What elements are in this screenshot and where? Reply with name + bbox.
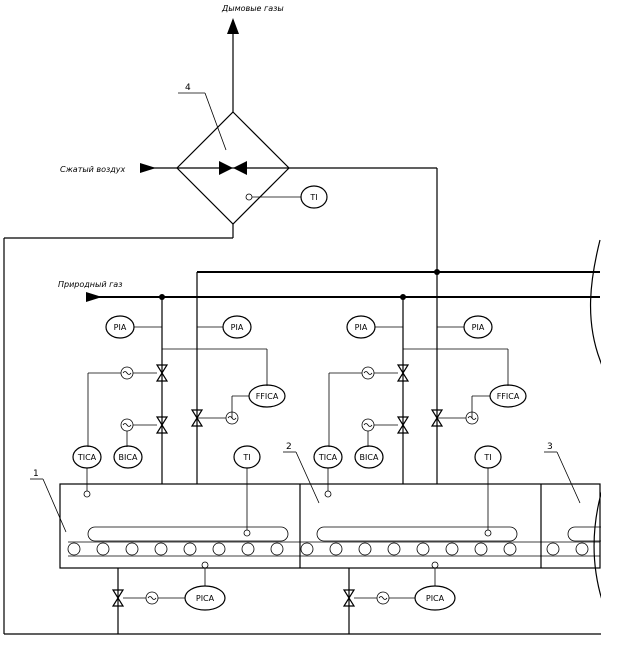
svg-text:BICA: BICA (360, 453, 379, 462)
flue-gas-label: Дымовые газы (221, 4, 284, 13)
air-valve-icon (219, 161, 233, 175)
svg-text:PIA: PIA (231, 323, 244, 332)
roller (212, 542, 226, 556)
burner-section-2: PIA PIA FFICA TICA BICA T (283, 315, 527, 537)
svg-text:PICA: PICA (196, 594, 215, 603)
roller (546, 542, 560, 556)
pica-loop-1: PICA (111, 561, 226, 634)
natural-gas-arrow-icon (86, 292, 102, 302)
roller (270, 542, 284, 556)
natural-gas-label: Природный газ (58, 280, 122, 289)
svg-text:TI: TI (483, 453, 491, 462)
svg-text:PIA: PIA (114, 323, 127, 332)
roller (125, 542, 139, 556)
svg-text:PICA: PICA (426, 594, 445, 603)
svg-text:TICA: TICA (77, 453, 97, 462)
svg-text:BICA: BICA (119, 453, 138, 462)
exchanger-ti-label: TI (309, 193, 317, 202)
roller (387, 542, 401, 556)
compressed-air-arrow-icon (140, 163, 156, 173)
roller (96, 542, 110, 556)
roller (241, 542, 255, 556)
exchanger-ti-instrument (300, 185, 328, 209)
roller (575, 542, 589, 556)
gas-valve-icon (155, 364, 169, 375)
roller (329, 542, 343, 556)
roller (474, 542, 488, 556)
svg-text:FFICA: FFICA (256, 392, 279, 401)
callout-3: 3 (547, 442, 553, 452)
callout-2: 2 (286, 442, 292, 452)
svg-text:PIA: PIA (355, 323, 368, 332)
roller (445, 542, 459, 556)
roller (183, 542, 197, 556)
flue-gas-arrow-icon (227, 18, 239, 34)
callout-1: 1 (33, 469, 39, 479)
roller (67, 542, 81, 556)
burner-section-1: PIA PIA FFICA TICA BICA T (30, 315, 286, 537)
bica-2 (354, 445, 384, 469)
roller (358, 542, 372, 556)
roller (416, 542, 430, 556)
heat-exchanger: TI 4 (3, 18, 612, 635)
pica-loop-2: PICA (342, 561, 456, 634)
svg-text:TI: TI (242, 453, 250, 462)
roller (503, 542, 517, 556)
svg-text:TICA: TICA (318, 453, 338, 462)
roller (300, 542, 314, 556)
furnace (59, 483, 609, 569)
svg-text:FFICA: FFICA (497, 392, 520, 401)
callout-4: 4 (185, 83, 191, 93)
svg-text:PIA: PIA (472, 323, 485, 332)
bica-1 (113, 445, 143, 469)
roller (154, 542, 168, 556)
compressed-air-label: Сжатый воздух (60, 165, 126, 174)
